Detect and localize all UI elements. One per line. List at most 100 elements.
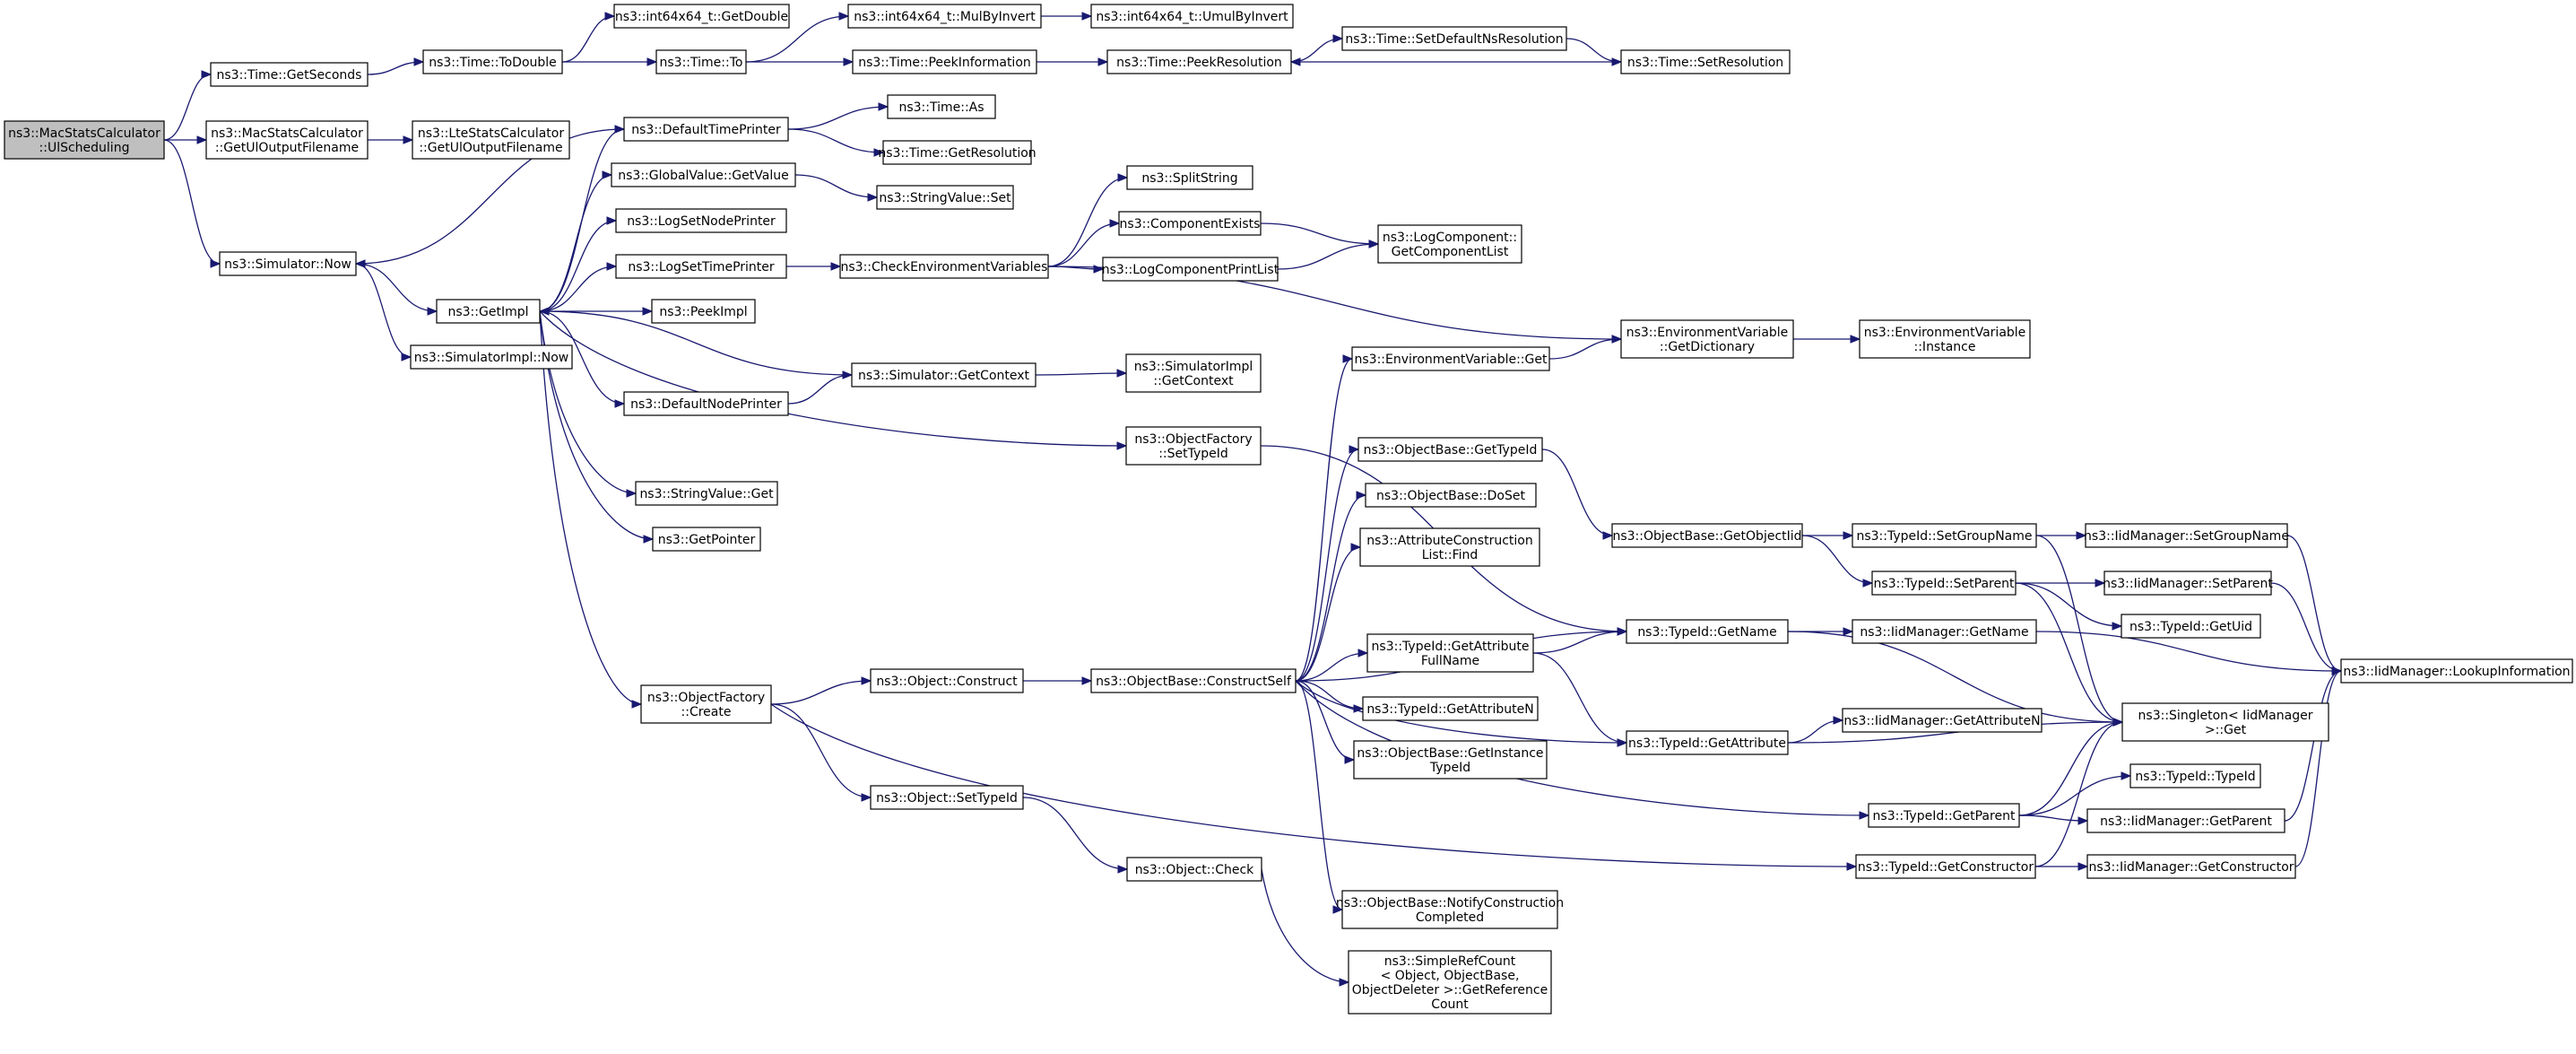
node-objectfactory-settypeid[interactable]: ns3::ObjectFactory::SetTypeId xyxy=(1125,426,1262,466)
node-objectbase-constructself[interactable]: ns3::ObjectBase::ConstructSelf xyxy=(1090,668,1297,693)
node-iidmanager-setparent[interactable]: ns3::IidManager::SetParent xyxy=(2103,571,2273,596)
node-box xyxy=(1351,346,1550,371)
node-stringvalue-set[interactable]: ns3::StringValue::Set xyxy=(876,185,1014,210)
node-logsettimeprinter[interactable]: ns3::LogSetTimePrinter xyxy=(615,254,787,279)
node-time-peekinformation[interactable]: ns3::Time::PeekInformation xyxy=(852,49,1037,74)
arrowhead xyxy=(2077,816,2089,825)
node-iidmanager-getname[interactable]: ns3::IidManager::GetName xyxy=(1852,619,2037,644)
node-label: ns3::SplitString xyxy=(1141,171,1237,186)
node-time-as[interactable]: ns3::Time::As xyxy=(887,94,996,119)
arrowhead xyxy=(843,57,854,66)
node-objectfactory-create[interactable]: ns3::ObjectFactory::Create xyxy=(640,684,772,724)
node-ltestats-getuloutputfilename[interactable]: ns3::LteStatsCalculator::GetUlOutputFile… xyxy=(412,120,570,160)
node-stringvalue-get[interactable]: ns3::StringValue::Get xyxy=(635,481,778,506)
edge-macstats-ulscheduling-to-time-getseconds xyxy=(163,70,212,141)
node-environmentvariable-instance[interactable]: ns3::EnvironmentVariable::Instance xyxy=(1859,319,2031,359)
node-label: ObjectDeleter >::GetReference xyxy=(1352,983,1548,997)
node-label: ns3::DefaultNodePrinter xyxy=(630,397,782,412)
node-box xyxy=(210,62,369,87)
node-iidmanager-getparent[interactable]: ns3::IidManager::GetParent xyxy=(2086,808,2285,833)
node-label: ns3::Object::Check xyxy=(1135,863,1254,877)
node-int64x64-getdouble[interactable]: ns3::int64x64_t::GetDouble xyxy=(613,4,790,29)
node-simplerefcount-getreferencecount[interactable]: ns3::SimpleRefCount< Object, ObjectBase,… xyxy=(1348,950,1552,1015)
node-simulator-now[interactable]: ns3::Simulator::Now xyxy=(219,251,357,276)
node-time-todouble[interactable]: ns3::Time::ToDouble xyxy=(422,49,563,74)
node-label: ns3::IidManager::SetGroupName xyxy=(2084,529,2289,544)
node-simulatorimpl-getcontext[interactable]: ns3::SimulatorImpl::GetContext xyxy=(1125,353,1262,393)
edge-time-peekresolution-to-time-setdefaultnsresolution xyxy=(1290,34,1344,63)
node-typeid-getname[interactable]: ns3::TypeId::GetName xyxy=(1626,619,1789,644)
node-time-getseconds[interactable]: ns3::Time::GetSeconds xyxy=(210,62,369,87)
node-label: ns3::DefaultTimePrinter xyxy=(631,123,781,137)
edge-checkenvironmentvariables-to-splitstring xyxy=(1047,173,1129,267)
node-object-construct[interactable]: ns3::Object::Construct xyxy=(870,668,1024,693)
node-getpointer[interactable]: ns3::GetPointer xyxy=(652,527,761,552)
edge-objectfactory-create-to-object-settypeid xyxy=(770,703,872,802)
node-label: ns3::IidManager::GetConstructor xyxy=(2088,860,2294,875)
node-typeid-getattribute[interactable]: ns3::TypeId::GetAttribute xyxy=(1626,730,1789,755)
node-peekimpl[interactable]: ns3::PeekImpl xyxy=(651,299,756,324)
node-time-setresolution[interactable]: ns3::Time::SetResolution xyxy=(1620,49,1791,74)
node-iidmanager-getattributen[interactable]: ns3::IidManager::GetAttributeN xyxy=(1842,708,2043,733)
node-typeid-setparent[interactable]: ns3::TypeId::SetParent xyxy=(1871,571,2017,596)
node-typeid-getuid[interactable]: ns3::TypeId::GetUid xyxy=(2121,614,2261,639)
node-typeid-typeid[interactable]: ns3::TypeId::TypeId xyxy=(2129,763,2261,788)
node-int64x64-umulbyinvert[interactable]: ns3::int64x64_t::UmulByInvert xyxy=(1090,4,1294,29)
edge-iidmanager-getparent-to-iidmanager-lookupinformation xyxy=(2284,666,2343,822)
node-checkenvironmentvariables[interactable]: ns3::CheckEnvironmentVariables xyxy=(839,254,1049,279)
node-typeid-getattributen[interactable]: ns3::TypeId::GetAttributeN xyxy=(1362,696,1539,721)
arrowhead xyxy=(1602,531,1614,540)
node-box xyxy=(2340,658,2573,684)
node-time-setdefaultnsresolution[interactable]: ns3::Time::SetDefaultNsResolution xyxy=(1341,26,1567,51)
node-environmentvariable-get[interactable]: ns3::EnvironmentVariable::Get xyxy=(1351,346,1550,371)
node-defaulttimeprinter[interactable]: ns3::DefaultTimePrinter xyxy=(623,117,789,142)
node-label: Completed xyxy=(1416,910,1484,925)
node-label: ::UlScheduling xyxy=(39,141,130,155)
edge-defaultnodeprinter-to-simulator-getcontext xyxy=(787,370,854,405)
node-macstats-getuloutputfilename[interactable]: ns3::MacStatsCalculator::GetUlOutputFile… xyxy=(205,120,369,160)
node-typeid-getconstructor[interactable]: ns3::TypeId::GetConstructor xyxy=(1855,854,2036,879)
node-objectbase-getobjectiid[interactable]: ns3::ObjectBase::GetObjectIid xyxy=(1611,523,1803,548)
node-object-check[interactable]: ns3::Object::Check xyxy=(1126,857,1262,882)
node-simulatorimpl-now[interactable]: ns3::SimulatorImpl::Now xyxy=(410,344,573,370)
node-objectbase-gettypeid[interactable]: ns3::ObjectBase::GetTypeId xyxy=(1357,437,1543,462)
node-label: ns3::Time::To xyxy=(660,56,743,70)
node-getimpl[interactable]: ns3::GetImpl xyxy=(436,299,541,324)
node-label: ns3::ObjectFactory xyxy=(1134,432,1252,447)
node-macstats-ulscheduling[interactable]: ns3::MacStatsCalculator::UlScheduling xyxy=(4,120,165,160)
node-environmentvariable-getdictionary[interactable]: ns3::EnvironmentVariable::GetDictionary xyxy=(1620,319,1794,359)
node-objectbase-doset[interactable]: ns3::ObjectBase::DoSet xyxy=(1365,483,1537,508)
node-typeid-setgroupname[interactable]: ns3::TypeId::SetGroupName xyxy=(1852,523,2037,548)
node-iidmanager-setgroupname[interactable]: ns3::IidManager::SetGroupName xyxy=(2084,523,2289,548)
node-logcomponent-getcomponentlist[interactable]: ns3::LogComponent::GetComponentList xyxy=(1377,224,1522,264)
node-label: ns3::EnvironmentVariable::Get xyxy=(1355,353,1548,367)
node-splitstring[interactable]: ns3::SplitString xyxy=(1126,165,1253,190)
node-box xyxy=(652,527,761,552)
node-time-getresolution[interactable]: ns3::Time::GetResolution xyxy=(878,140,1036,165)
edge-simulator-now-to-simulatorimpl-now xyxy=(355,263,412,361)
node-globalvalue-getvalue[interactable]: ns3::GlobalValue::GetValue xyxy=(611,162,796,187)
node-label: ::GetUlOutputFilename xyxy=(419,141,562,155)
node-object-settypeid[interactable]: ns3::Object::SetTypeId xyxy=(870,785,1024,810)
node-componentexists[interactable]: ns3::ComponentExists xyxy=(1118,211,1262,236)
node-box xyxy=(4,120,165,160)
node-objectbase-notifyconstructioncompleted[interactable]: ns3::ObjectBase::NotifyConstructionCompl… xyxy=(1336,890,1564,929)
node-singleton-iidmanager-get[interactable]: ns3::Singleton< IidManager>::Get xyxy=(2121,702,2329,742)
node-logcomponentprintlist[interactable]: ns3::LogComponentPrintList xyxy=(1102,257,1279,282)
node-iidmanager-getconstructor[interactable]: ns3::IidManager::GetConstructor xyxy=(2086,854,2296,879)
node-iidmanager-lookupinformation[interactable]: ns3::IidManager::LookupInformation xyxy=(2340,658,2573,684)
node-time-peekresolution[interactable]: ns3::Time::PeekResolution xyxy=(1106,49,1292,74)
arrowhead xyxy=(2121,771,2132,780)
node-simulator-getcontext[interactable]: ns3::Simulator::GetContext xyxy=(851,362,1036,388)
node-box xyxy=(882,140,1032,165)
node-time-to[interactable]: ns3::Time::To xyxy=(655,49,747,74)
node-int64x64-mulbyinvert[interactable]: ns3::int64x64_t::MulByInvert xyxy=(847,4,1042,29)
node-typeid-getparent[interactable]: ns3::TypeId::GetParent xyxy=(1868,803,2020,828)
node-defaultnodeprinter[interactable]: ns3::DefaultNodePrinter xyxy=(623,391,789,416)
node-logsetnodeprinter[interactable]: ns3::LogSetNodePrinter xyxy=(615,208,787,233)
node-label: < Object, ObjectBase, xyxy=(1381,969,1520,983)
